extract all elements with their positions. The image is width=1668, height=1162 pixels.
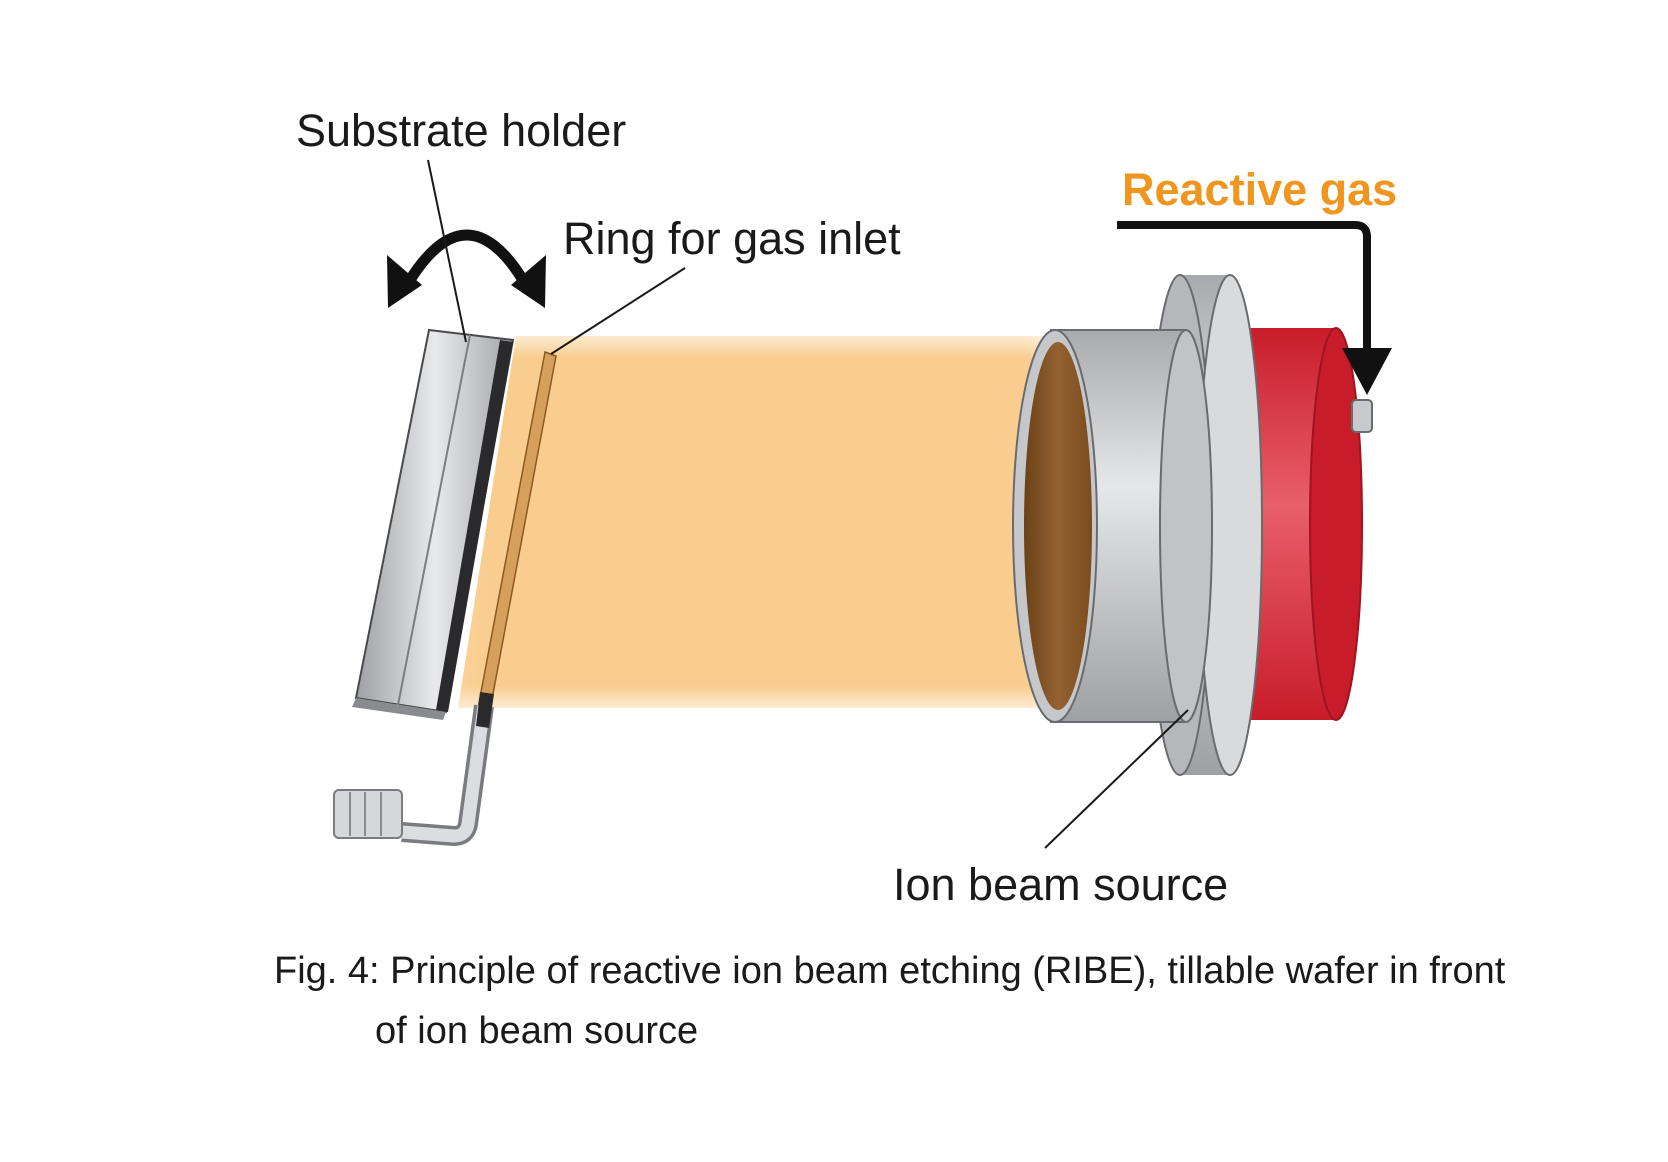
ion-beam-source (1012, 274, 1373, 776)
substrate-holder (352, 328, 515, 720)
gas-inlet-tube (333, 692, 494, 846)
substrate-holder-label: Substrate holder (296, 105, 626, 156)
figure-caption-line1: Fig. 4: Principle of reactive ion beam e… (274, 950, 1506, 992)
figure-caption-line2: of ion beam source (375, 1010, 698, 1052)
gas-ring-leader (550, 267, 686, 355)
ion-beam (458, 336, 1058, 708)
substrate-holder-leader (427, 159, 467, 343)
ion-beam-source-label: Ion beam source (893, 859, 1228, 910)
reactive-gas-label: Reactive gas (1122, 164, 1397, 215)
ion-beam-source-leader (1044, 709, 1189, 849)
curved-double-arrow-icon (387, 229, 546, 308)
gas-ring-label: Ring for gas inlet (563, 213, 901, 264)
leader-lines (427, 159, 1189, 849)
bent-arrow-down-icon (1117, 221, 1392, 395)
